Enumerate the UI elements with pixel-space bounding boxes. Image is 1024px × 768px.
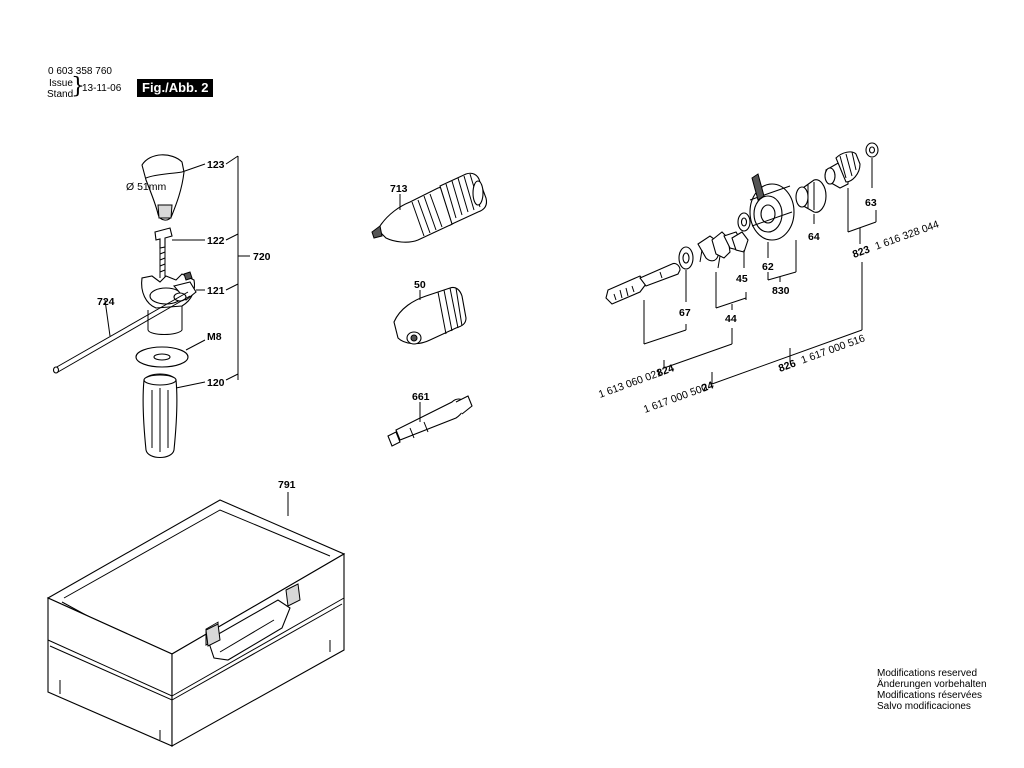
- handle-grip: [142, 373, 178, 459]
- part-123-label: 123: [207, 159, 225, 171]
- selector-fork: [697, 231, 749, 269]
- part-720-label: 720: [253, 251, 271, 263]
- notice-line-3: Modifications réservées: [877, 690, 983, 701]
- part-120-label: 120: [207, 377, 225, 389]
- part-824-label: 824: [655, 362, 676, 379]
- stand-label: Stand: [47, 89, 74, 100]
- bracket-720: [225, 155, 250, 381]
- keyless-chuck: [371, 172, 488, 243]
- part-45-label: 45: [736, 273, 748, 285]
- ref-826-label: 1 617 000 516: [799, 332, 866, 366]
- part-791-label: 791: [278, 479, 296, 491]
- clamping-screw: [154, 227, 173, 278]
- part-713-label: 713: [390, 183, 408, 195]
- diameter-label: Ø 51mm: [126, 181, 167, 193]
- grease-tube: [387, 395, 473, 447]
- m8-label: M8: [207, 331, 222, 343]
- part-661-label: 661: [412, 391, 430, 403]
- notice-line-2: Änderungen vorbehalten: [877, 679, 987, 690]
- part-24-label: 24: [700, 379, 715, 394]
- depth-rod: [52, 291, 191, 374]
- part-122-label: 122: [207, 235, 225, 247]
- part-64-label: 64: [808, 231, 820, 243]
- drive-shaft: [605, 262, 681, 305]
- notice-line-4: Salvo modificaciones: [877, 701, 971, 712]
- part-823-label: 823: [851, 243, 872, 260]
- small-bearing: [865, 142, 879, 158]
- ref-24-label: 1 617 000 500: [642, 382, 709, 416]
- issue-label: Issue: [49, 78, 73, 89]
- notice-line-1: Modifications reserved: [877, 668, 978, 679]
- washer-m8: [135, 346, 189, 368]
- brace: }: [71, 74, 85, 99]
- part-63-label: 63: [865, 197, 877, 209]
- spindle-gear: [824, 151, 861, 189]
- bearing-ring: [678, 246, 694, 270]
- part-830-label: 830: [772, 285, 790, 297]
- gear-hub: [749, 173, 795, 241]
- small-ring: [737, 212, 751, 232]
- figure-label: Fig./Abb. 2: [137, 79, 214, 97]
- quick-change-chuck: [393, 286, 467, 345]
- ref-823-label: 1 616 328 044: [873, 218, 940, 252]
- issue-date: 13-11-06: [82, 83, 122, 94]
- part-67-label: 67: [679, 307, 691, 319]
- part-724-label: 724: [97, 296, 115, 308]
- part-62-label: 62: [762, 261, 774, 273]
- part-50-label: 50: [414, 279, 426, 291]
- part-121-label: 121: [207, 285, 225, 297]
- needle-sleeve: [795, 179, 827, 213]
- document-number: 0 603 358 760: [48, 66, 112, 77]
- carrying-case: [46, 499, 346, 747]
- part-826-label: 826: [777, 357, 798, 374]
- depth-gauge-cap: [141, 154, 185, 221]
- part-44-label: 44: [725, 313, 737, 325]
- ref-824-label: 1 613 060 021: [597, 367, 664, 401]
